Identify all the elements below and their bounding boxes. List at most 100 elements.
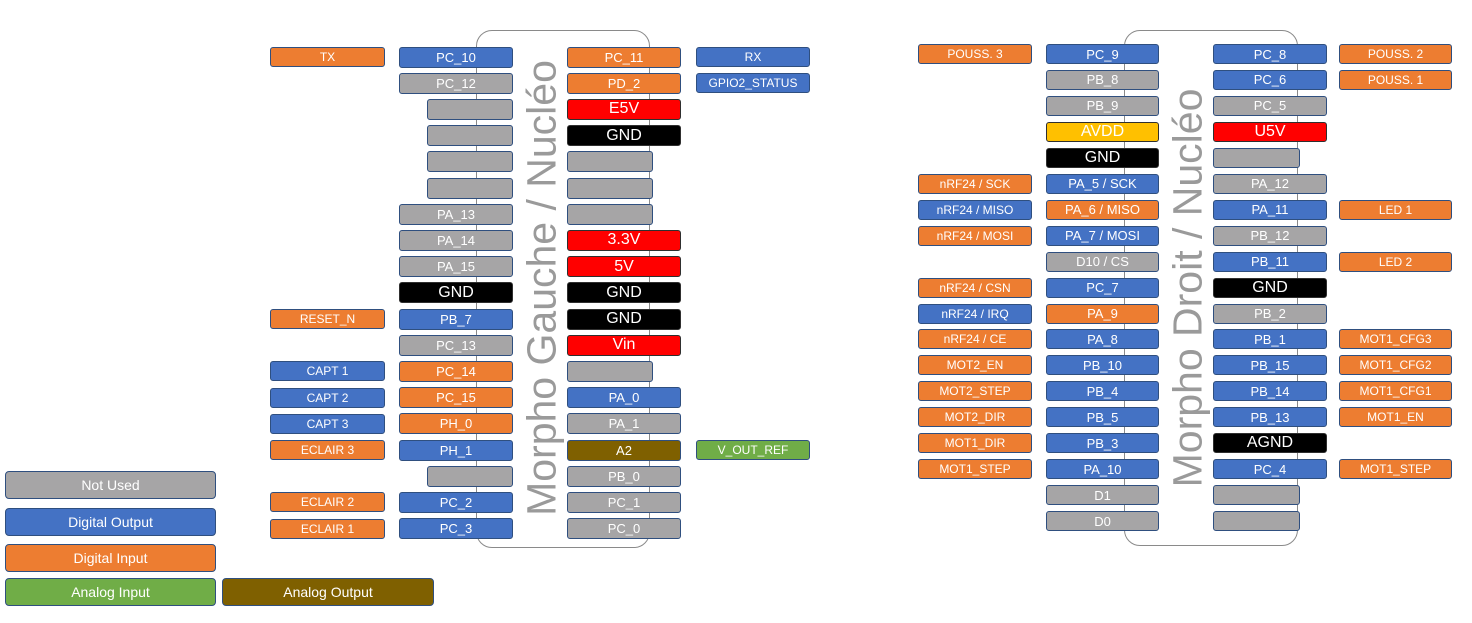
pin-unlabeled	[427, 151, 513, 173]
pin-ph-1: PH_1	[399, 439, 513, 461]
pin-pc-4: PC_4	[1213, 459, 1327, 480]
function-label-led-2: LED 2	[1339, 251, 1452, 272]
pin-pb-13: PB_13	[1213, 407, 1327, 428]
function-label-mot1-step: MOT1_STEP	[918, 459, 1032, 480]
pin-pb-14: PB_14	[1213, 381, 1327, 402]
pin-gnd: GND	[1213, 277, 1327, 298]
function-label-nrf24-mosi: nRF24 / MOSI	[918, 225, 1032, 246]
pin-d10-cs: D10 / CS	[1046, 251, 1159, 272]
pin-gnd: GND	[1046, 147, 1159, 168]
pin-unlabeled	[1213, 485, 1300, 506]
function-label-tx: TX	[270, 47, 385, 67]
pin-unlabeled	[567, 360, 653, 382]
function-label-nrf24-miso: nRF24 / MISO	[918, 199, 1032, 220]
pin-pa-14: PA_14	[399, 229, 513, 251]
pin-pb-1: PB_1	[1213, 329, 1327, 350]
pin-pb-0: PB_0	[567, 465, 681, 487]
pin-unlabeled	[567, 177, 653, 199]
function-label-eclair-3: ECLAIR 3	[270, 440, 385, 460]
pin-pa-0: PA_0	[567, 387, 681, 409]
function-label-pouss-2: POUSS. 2	[1339, 44, 1452, 64]
pin-pb-11: PB_11	[1213, 251, 1327, 272]
function-label-mot2-dir: MOT2_DIR	[918, 407, 1032, 428]
pin-pa-13: PA_13	[399, 203, 513, 225]
pin-pa-11: PA_11	[1213, 199, 1327, 220]
function-label-pouss-3: POUSS. 3	[918, 44, 1032, 64]
function-label-led-1: LED 1	[1339, 199, 1452, 220]
pin-vin: Vin	[567, 334, 681, 356]
pin-pa-15: PA_15	[399, 256, 513, 278]
pin-pb-9: PB_9	[1046, 95, 1159, 116]
pin-pb-8: PB_8	[1046, 69, 1159, 90]
pin-3-3v: 3.3V	[567, 229, 681, 251]
function-label-capt-3: CAPT 3	[270, 413, 385, 434]
pin-pa-9: PA_9	[1046, 303, 1159, 324]
function-label-mot1-en: MOT1_EN	[1339, 407, 1452, 428]
function-label-mot1-cfg2: MOT1_CFG2	[1339, 355, 1452, 376]
pin-pc-1: PC_1	[567, 491, 681, 513]
function-label-mot1-step: MOT1_STEP	[1339, 459, 1452, 480]
pin-pb-7: PB_7	[399, 308, 513, 330]
pin-pc-2: PC_2	[399, 491, 513, 513]
pin-unlabeled	[567, 151, 653, 173]
pin-pb-2: PB_2	[1213, 303, 1327, 324]
pin-pb-4: PB_4	[1046, 381, 1159, 402]
function-label-mot1-dir: MOT1_DIR	[918, 433, 1032, 454]
pin-pa-10: PA_10	[1046, 459, 1159, 480]
pin-pc-0: PC_0	[567, 518, 681, 540]
pin-gnd: GND	[567, 308, 681, 330]
pin-unlabeled	[1213, 511, 1300, 532]
function-label-mot1-cfg1: MOT1_CFG1	[1339, 381, 1452, 402]
function-label-v-out-ref: V_OUT_REF	[696, 440, 810, 460]
function-label-nrf24-sck: nRF24 / SCK	[918, 173, 1032, 194]
function-label-pouss-1: POUSS. 1	[1339, 69, 1452, 90]
pin-agnd: AGND	[1213, 433, 1327, 454]
function-label-capt-1: CAPT 1	[270, 361, 385, 382]
pin-unlabeled	[427, 125, 513, 147]
pin-pc-6: PC_6	[1213, 69, 1327, 90]
pin-pc-3: PC_3	[399, 518, 513, 540]
pin-unlabeled	[427, 465, 513, 487]
pin-pb-12: PB_12	[1213, 225, 1327, 246]
pin-e5v: E5V	[567, 98, 681, 120]
pin-pc-10: PC_10	[399, 46, 513, 68]
legend-analog-output: Analog Output	[222, 578, 434, 606]
function-label-eclair-1: ECLAIR 1	[270, 518, 385, 539]
function-label-rx: RX	[696, 47, 810, 67]
pin-pa-8: PA_8	[1046, 329, 1159, 350]
legend-not-used: Not Used	[5, 471, 216, 499]
pin-gnd: GND	[567, 125, 681, 147]
pin-pb-10: PB_10	[1046, 355, 1159, 376]
pin-unlabeled	[427, 177, 513, 199]
pin-gnd: GND	[567, 282, 681, 304]
pin-pc-11: PC_11	[567, 46, 681, 68]
pin-5v: 5V	[567, 256, 681, 278]
pin-pa-12: PA_12	[1213, 173, 1327, 194]
pin-unlabeled	[1213, 147, 1300, 168]
pin-a2: A2	[567, 439, 681, 461]
function-label-mot2-step: MOT2_STEP	[918, 381, 1032, 402]
pin-unlabeled	[567, 203, 653, 225]
pin-d1: D1	[1046, 485, 1159, 506]
pin-pc-15: PC_15	[399, 387, 513, 409]
connector-title: Morpho Gauche / Nucléo	[518, 60, 565, 516]
pin-d0: D0	[1046, 511, 1159, 532]
function-label-capt-2: CAPT 2	[270, 387, 385, 408]
pin-pb-15: PB_15	[1213, 355, 1327, 376]
pin-ph-0: PH_0	[399, 413, 513, 435]
function-label-mot2-en: MOT2_EN	[918, 355, 1032, 376]
pin-pc-7: PC_7	[1046, 277, 1159, 298]
function-label-mot1-cfg3: MOT1_CFG3	[1339, 329, 1452, 350]
pin-pc-14: PC_14	[399, 360, 513, 382]
legend-analog-input: Analog Input	[5, 578, 216, 606]
legend-digital-input: Digital Input	[5, 544, 216, 572]
pin-avdd: AVDD	[1046, 121, 1159, 142]
function-label-reset-n: RESET_N	[270, 309, 385, 329]
pin-pa-6-miso: PA_6 / MISO	[1046, 199, 1159, 220]
pin-pa-7-mosi: PA_7 / MOSI	[1046, 225, 1159, 246]
pin-pc-5: PC_5	[1213, 95, 1327, 116]
pin-pb-5: PB_5	[1046, 407, 1159, 428]
function-label-nrf24-ce: nRF24 / CE	[918, 329, 1032, 350]
pin-pa-1: PA_1	[567, 413, 681, 435]
function-label-nrf24-csn: nRF24 / CSN	[918, 277, 1032, 298]
